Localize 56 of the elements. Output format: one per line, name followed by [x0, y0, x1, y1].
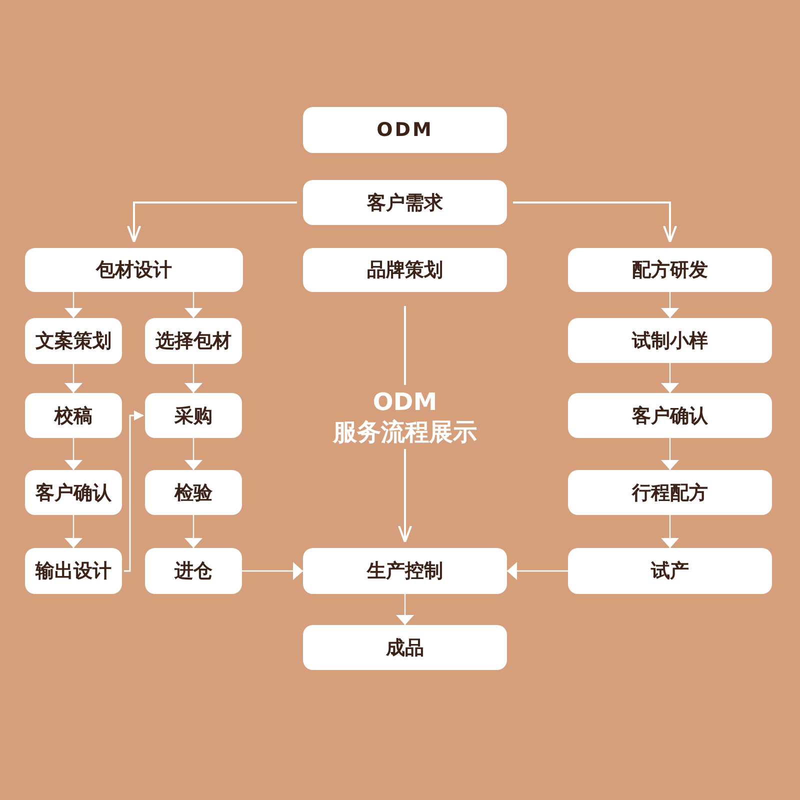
arrow: [242, 562, 303, 580]
arrow: [513, 202, 677, 243]
process-box: [568, 548, 772, 594]
arrow: [64, 364, 82, 393]
process-box: [303, 625, 507, 670]
process-box: [145, 393, 242, 438]
arrow: [124, 410, 144, 572]
arrow: [64, 438, 82, 470]
step-text: 成品: [386, 636, 424, 660]
arrow: [661, 438, 679, 470]
arrow: [64, 292, 82, 318]
process-box: [145, 318, 242, 364]
step-text: 输出设计: [36, 559, 112, 584]
arrow: [184, 515, 202, 548]
step-text: 客户需求: [367, 190, 443, 216]
arrow: [184, 364, 202, 393]
arrow: [184, 292, 202, 318]
process-box: [568, 470, 772, 515]
step-text: 品牌策划: [367, 258, 443, 283]
arrow: [661, 515, 679, 548]
arrow: [127, 202, 297, 243]
step-text: 校稿: [54, 404, 92, 428]
process-box: [25, 548, 122, 594]
step-text: ODM: [376, 119, 434, 141]
process-box: [25, 248, 243, 292]
process-box: [303, 548, 507, 594]
step-text: 采购: [174, 404, 212, 428]
arrow: [661, 292, 679, 318]
step-text: 文案策划: [36, 329, 112, 354]
step-text: 检验: [174, 480, 212, 506]
process-box: [568, 318, 772, 363]
arrow: [507, 562, 568, 580]
step-text: 包材设计: [96, 258, 172, 283]
process-box: [25, 318, 122, 364]
process-box: [303, 107, 507, 153]
process-box: [303, 180, 507, 225]
process-box: [303, 248, 507, 292]
step-text: 进仓: [174, 559, 212, 584]
step-text: 客户确认: [36, 480, 112, 506]
process-box: [568, 248, 772, 292]
process-box: [25, 393, 122, 438]
arrow: [661, 363, 679, 393]
step-text: 客户确认: [632, 404, 708, 428]
step-text: 生产控制: [367, 559, 443, 584]
step-text: 选择包材: [156, 329, 232, 354]
step-text: 行程配方: [632, 480, 708, 506]
process-box: [25, 470, 122, 515]
arrow: [184, 438, 202, 470]
process-box: [145, 548, 242, 594]
step-text: 配方研发: [632, 258, 708, 283]
arrow: [64, 515, 82, 548]
process-box: [145, 470, 242, 515]
step-text: 试制小样: [632, 328, 708, 354]
step-text: 试产: [651, 559, 689, 584]
process-box: [568, 393, 772, 438]
arrow: [396, 594, 414, 625]
